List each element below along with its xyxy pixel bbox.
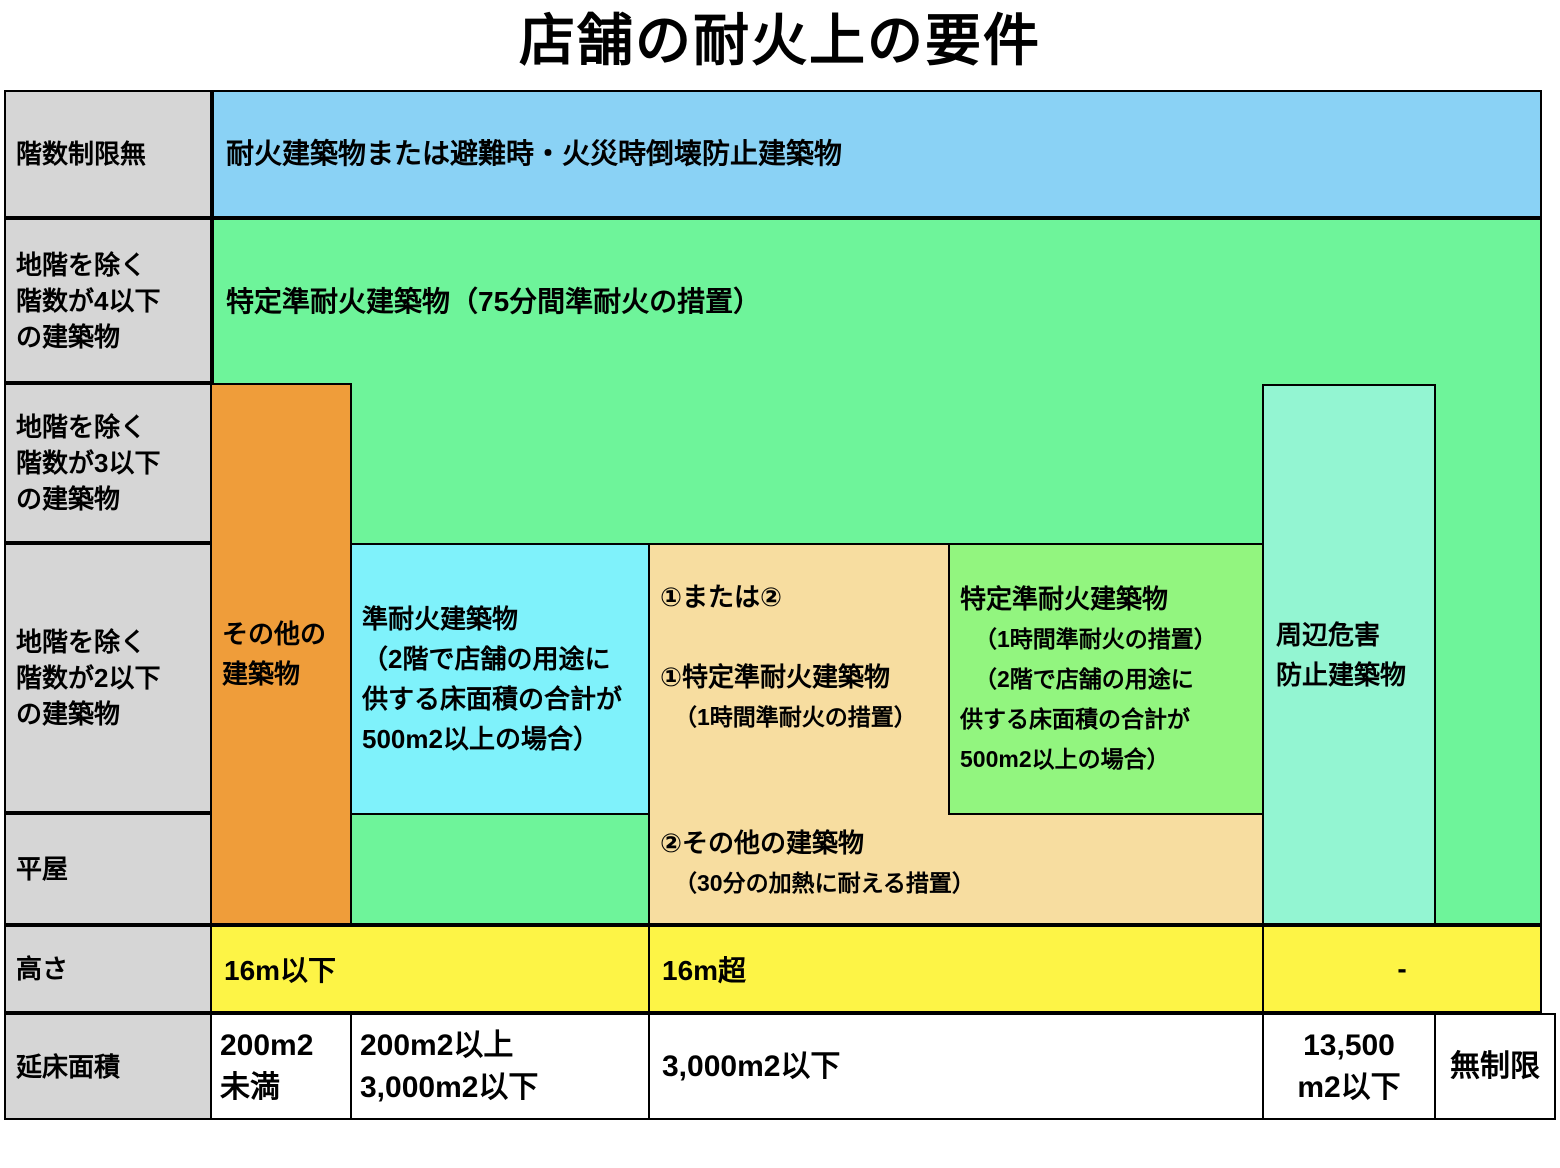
row-label-height: 高さ — [4, 925, 212, 1013]
band-label: 特定準耐火建築物（75分間準耐火の措置） — [226, 286, 762, 317]
row-label-line: 高さ — [16, 954, 69, 984]
box-line: ①特定準耐火建築物 — [660, 662, 891, 692]
area-line: 200m2 — [220, 1028, 314, 1062]
row-label-line: の建築物 — [16, 699, 121, 729]
box-perimeter-hazard-prevention-building: 周辺危害 防止建築物 — [1262, 384, 1436, 925]
box-line: （1時間準耐火の措置） — [674, 704, 917, 730]
area-cell-unlimited: 無制限 — [1434, 1013, 1556, 1120]
row-label-le4: 地階を除く 階数が4以下 の建築物 — [4, 218, 212, 383]
box-option-group-text: ①または② ①特定準耐火建築物 （1時間準耐火の措置） — [650, 571, 970, 823]
box-line: ①または② — [660, 582, 783, 612]
box-line: 周辺危害 — [1276, 619, 1381, 650]
box-line: 特定準耐火建築物 — [960, 584, 1169, 614]
box-line: （2階で店舗の用途に — [362, 644, 611, 674]
box-quasi-fireproof-building: 準耐火建築物 （2階で店舗の用途に 供する床面積の合計が 500m2以上の場合） — [350, 543, 650, 815]
box-line: 500m2以上の場合） — [960, 746, 1170, 772]
row-label-le3: 地階を除く 階数が3以下 の建築物 — [4, 383, 212, 543]
area-line: 3,000m2以下 — [662, 1049, 841, 1083]
box-line: 供する床面積の合計が — [960, 706, 1190, 732]
box-line: 供する床面積の合計が — [362, 684, 623, 714]
row-label-line: の建築物 — [16, 484, 121, 514]
area-line: m2以下 — [1297, 1070, 1401, 1104]
row-label-line: 延床面積 — [16, 1051, 121, 1082]
box-line: その他の — [222, 619, 327, 649]
height-cell-label: 16m以下 — [224, 955, 337, 986]
box-option-two-text: ②その他の建築物 （30分の加熱に耐える措置） — [650, 817, 1262, 923]
box-line: （1時間準耐火の措置） — [974, 626, 1217, 652]
box-other-buildings: その他の 建築物 — [210, 383, 352, 925]
area-cell-le-13500: 13,500 m2以下 — [1262, 1013, 1436, 1120]
row-label-line: 階数が2以下 — [16, 663, 161, 693]
height-cell-not-applicable: - — [1262, 925, 1542, 1013]
area-line: 3,000m2以下 — [360, 1070, 539, 1104]
box-line: （30分の加熱に耐える措置） — [674, 870, 975, 896]
height-cell-gt16m: 16m超 — [648, 925, 1264, 1013]
box-line: 建築物 — [222, 659, 301, 689]
height-cell-label: - — [1397, 953, 1407, 984]
area-line: 未満 — [220, 1070, 280, 1104]
page-title: 店舗の耐火上の要件 — [519, 9, 1041, 72]
row-label-line: 階数が3以下 — [16, 448, 161, 478]
band-label: 耐火建築物または避難時・火災時倒壊防止建築物 — [226, 138, 843, 169]
box-line-spacer — [660, 617, 960, 657]
box-line: 防止建築物 — [1276, 659, 1407, 690]
box-line: 準耐火建築物 — [362, 604, 519, 634]
height-cell-label: 16m超 — [662, 955, 747, 986]
row-label-line: 地階を除く — [16, 249, 147, 280]
height-cell-le16m: 16m以下 — [210, 925, 650, 1013]
box-line: （2階で店舗の用途に — [974, 666, 1194, 692]
box-specified-quasi-fireproof-1hour: 特定準耐火建築物 （1時間準耐火の措置） （2階で店舗の用途に 供する床面積の合… — [948, 543, 1264, 815]
box-line: ②その他の建築物 — [660, 828, 865, 858]
area-cell-200-to-3000: 200m2以上 3,000m2以下 — [350, 1013, 650, 1120]
area-cell-le-3000: 3,000m2以下 — [648, 1013, 1264, 1120]
area-line: 13,500 — [1303, 1028, 1395, 1062]
box-line: 500m2以上の場合） — [362, 724, 599, 754]
row-label-no-limit: 階数制限無 — [4, 90, 212, 218]
band-fireproof-building: 耐火建築物または避難時・火災時倒壊防止建築物 — [212, 90, 1542, 218]
row-label-le2: 地階を除く 階数が2以下 の建築物 — [4, 543, 212, 813]
row-label-line: 階数制限無 — [16, 139, 147, 169]
row-label-floor-area: 延床面積 — [4, 1013, 212, 1120]
row-label-hiraya: 平屋 — [4, 813, 212, 925]
row-label-line: 地階を除く — [16, 627, 147, 657]
area-cell-lt-200: 200m2 未満 — [210, 1013, 352, 1120]
row-label-line: 地階を除く — [16, 412, 147, 442]
area-line: 無制限 — [1450, 1049, 1540, 1083]
area-line: 200m2以上 — [360, 1028, 514, 1062]
row-label-line: 階数が4以下 — [16, 285, 161, 316]
row-label-line: 平屋 — [16, 854, 69, 884]
row-label-line: の建築物 — [16, 321, 121, 352]
